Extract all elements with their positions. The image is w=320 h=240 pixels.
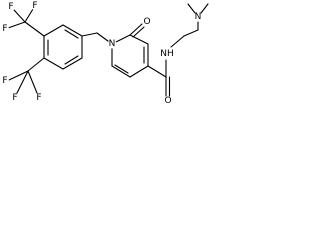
atom-fluorine-6: F (36, 93, 41, 103)
atom-fluorine-2: F (2, 24, 7, 34)
bond-n-methyl-1 (187, 3, 196, 14)
bond-cf3-top-f1 (13, 9, 26, 23)
bond-benzyl-ch2 (81, 32, 98, 37)
bond-cf3-bottom-f6 (27, 70, 38, 94)
bond-cf3-bottom-ring (27, 57, 45, 72)
bond-cf3-bottom-f4 (8, 70, 29, 81)
bond-benzene-inner-c (64, 29, 79, 39)
bonds (7, 3, 209, 97)
bond-n-methyl-2 (200, 3, 209, 14)
bond-benzene-6 (43, 24, 64, 37)
bond-benzene-3 (62, 57, 83, 70)
bond-pyr-inner-b (114, 64, 129, 74)
bond-ring-carbonyl-2 (132, 26, 145, 38)
atom-amide-oxygen: O (164, 96, 171, 106)
bond-cf3-bottom-f5 (16, 70, 29, 94)
bond-c3-amide-c (147, 65, 167, 78)
bond-ring-carbonyl-1 (129, 23, 143, 36)
atom-labels: F F F F F F N O O NH N (1, 1, 203, 106)
bond-cf3-top-ring (24, 21, 45, 37)
bond-benzene-2 (43, 57, 64, 70)
bond-nh-ch2 (170, 35, 185, 48)
atom-fluorine-1: F (8, 2, 13, 12)
bond-cf3-top-f3 (24, 8, 34, 23)
bond-cf3-top-f2 (7, 21, 26, 29)
atom-dimethylamine-nitrogen: N (195, 12, 202, 22)
atom-fluorine-4: F (2, 76, 7, 86)
bond-benzene-inner-b (64, 55, 79, 65)
bond-pyr-c5-c6 (111, 65, 131, 78)
bond-pyr-c2-c3 (129, 34, 149, 45)
atom-ring-carbonyl-oxygen: O (143, 17, 150, 27)
bond-pyr-c4-c5 (129, 65, 149, 78)
bond-benzene-5 (62, 24, 83, 37)
atom-fluorine-5: F (12, 93, 17, 103)
molecule-diagram: F F F F F F N O O NH N (1, 1, 209, 106)
atom-ring-nitrogen: N (109, 39, 116, 49)
bond-ch2-ch2 (183, 29, 199, 37)
atom-amide-nh: NH (160, 49, 174, 59)
atom-fluorine-3: F (32, 1, 37, 11)
